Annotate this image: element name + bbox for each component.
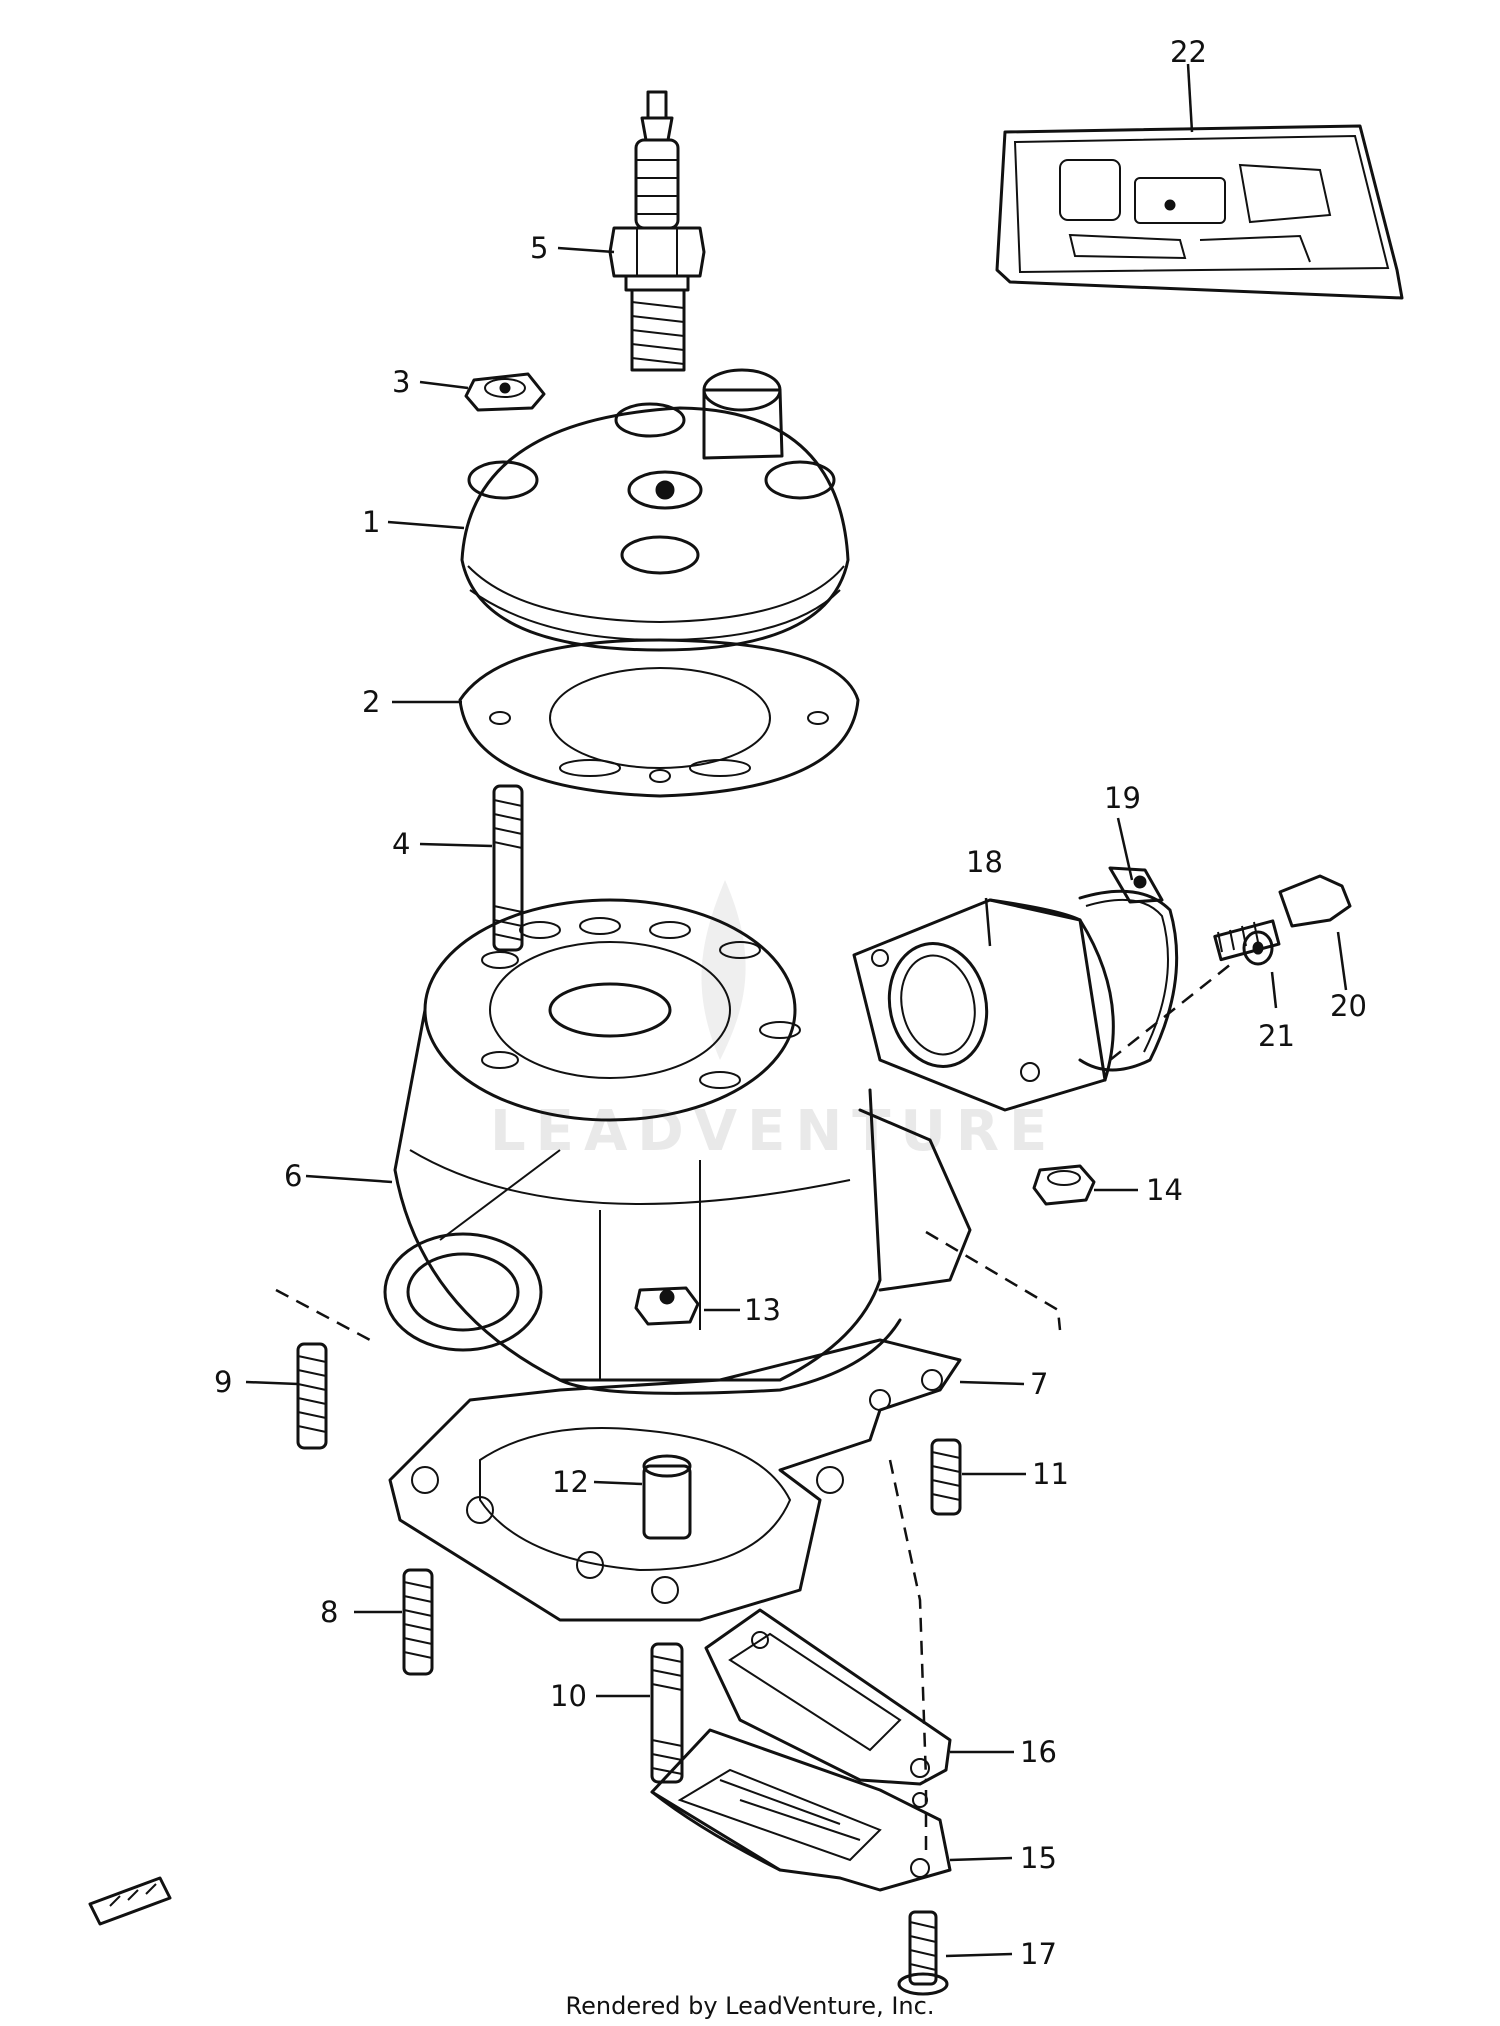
callout-14: 14 xyxy=(1146,1173,1183,1207)
callout-19: 19 xyxy=(1104,781,1141,815)
watermark: LEADVENTURE xyxy=(490,880,1057,1164)
callout-11: 11 xyxy=(1032,1457,1069,1491)
callout-13: 13 xyxy=(744,1293,781,1327)
callout-10: 10 xyxy=(550,1679,587,1713)
callout-12: 12 xyxy=(552,1465,589,1499)
spark-plug-part-5[interactable] xyxy=(608,90,706,372)
reed-gasket-part-16[interactable] xyxy=(704,1608,952,1786)
stud-part-4[interactable] xyxy=(492,784,524,952)
callout-18: 18 xyxy=(966,845,1003,879)
callout-1: 1 xyxy=(362,505,380,539)
nut-part-3[interactable] xyxy=(464,372,546,412)
reed-valve-part-15[interactable] xyxy=(650,1728,952,1892)
callout-3: 3 xyxy=(392,365,410,399)
callout-8: 8 xyxy=(320,1595,338,1629)
stud-part-11[interactable] xyxy=(930,1438,962,1516)
dowel-pin-part-12[interactable] xyxy=(642,1454,692,1540)
cylinder-head-part-1[interactable] xyxy=(460,368,850,652)
nut-part-13[interactable] xyxy=(634,1286,700,1326)
screw-part-17[interactable] xyxy=(897,1910,949,1996)
callout-labels: 22 5 3 1 2 4 6 7 9 11 12 13 14 18 19 21 … xyxy=(214,35,1367,1971)
intake-pipe-part-18[interactable] xyxy=(852,898,1115,1112)
leader-lines xyxy=(245,63,1348,1958)
base-gasket-part-7[interactable] xyxy=(388,1338,962,1622)
callout-15: 15 xyxy=(1020,1841,1057,1875)
front-arrow-icon xyxy=(88,1876,172,1926)
head-gasket-part-2[interactable] xyxy=(458,638,860,798)
gasket-set-part-22[interactable] xyxy=(995,124,1404,300)
callout-6: 6 xyxy=(284,1159,302,1193)
callout-4: 4 xyxy=(392,827,410,861)
watermark-text: LEADVENTURE xyxy=(490,1099,1057,1164)
nut-part-14[interactable] xyxy=(1032,1164,1096,1206)
callout-5: 5 xyxy=(530,231,548,265)
callout-7: 7 xyxy=(1030,1367,1048,1401)
stud-part-9[interactable] xyxy=(296,1342,328,1450)
footer-credit: Rendered by LeadVenture, Inc. xyxy=(565,1992,935,2020)
callout-21: 21 xyxy=(1258,1019,1295,1053)
assembly-lines xyxy=(275,959,1237,1850)
hose-clamp-part-19[interactable] xyxy=(1078,866,1179,1072)
callout-20: 20 xyxy=(1330,989,1367,1023)
callout-9: 9 xyxy=(214,1365,232,1399)
callout-22: 22 xyxy=(1170,35,1207,69)
cylinder-part-6[interactable] xyxy=(383,898,972,1395)
bolt-part-20[interactable] xyxy=(1213,874,1352,962)
stud-part-10[interactable] xyxy=(650,1642,684,1784)
stud-part-8[interactable] xyxy=(402,1568,434,1676)
callout-2: 2 xyxy=(362,685,380,719)
callout-17: 17 xyxy=(1020,1937,1057,1971)
callout-16: 16 xyxy=(1020,1735,1057,1769)
washer-part-21[interactable] xyxy=(1242,930,1274,966)
